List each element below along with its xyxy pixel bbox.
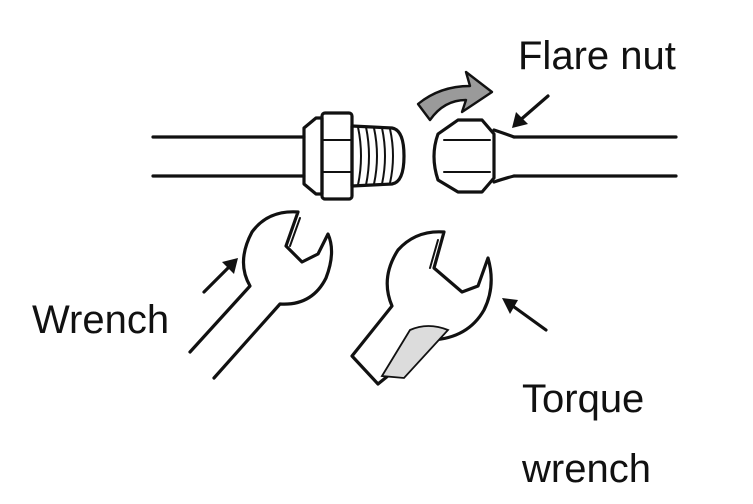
- right-pipe: [512, 135, 678, 178]
- diagram-canvas: [151, 70, 678, 386]
- torque-wrench-label: Torque wrench: [522, 364, 651, 504]
- union-fitting: [302, 111, 406, 201]
- flare-nut-label: Flare nut: [518, 34, 676, 78]
- torque-wrench-label-line2: wrench: [522, 447, 651, 491]
- left-pipe: [151, 135, 306, 178]
- flare-nut-pointer-arrow: [512, 94, 550, 128]
- torque-wrench-pointer-arrow: [502, 298, 548, 332]
- torque-wrench-label-line1: Torque: [522, 377, 645, 421]
- torque-wrench-tool: [350, 230, 493, 386]
- wrench-label: Wrench: [32, 298, 170, 342]
- wrench-pointer-arrow: [202, 258, 238, 294]
- wrench-tool: [188, 210, 334, 380]
- flare-nut: [432, 118, 516, 194]
- rotation-arrow-icon: [416, 70, 494, 122]
